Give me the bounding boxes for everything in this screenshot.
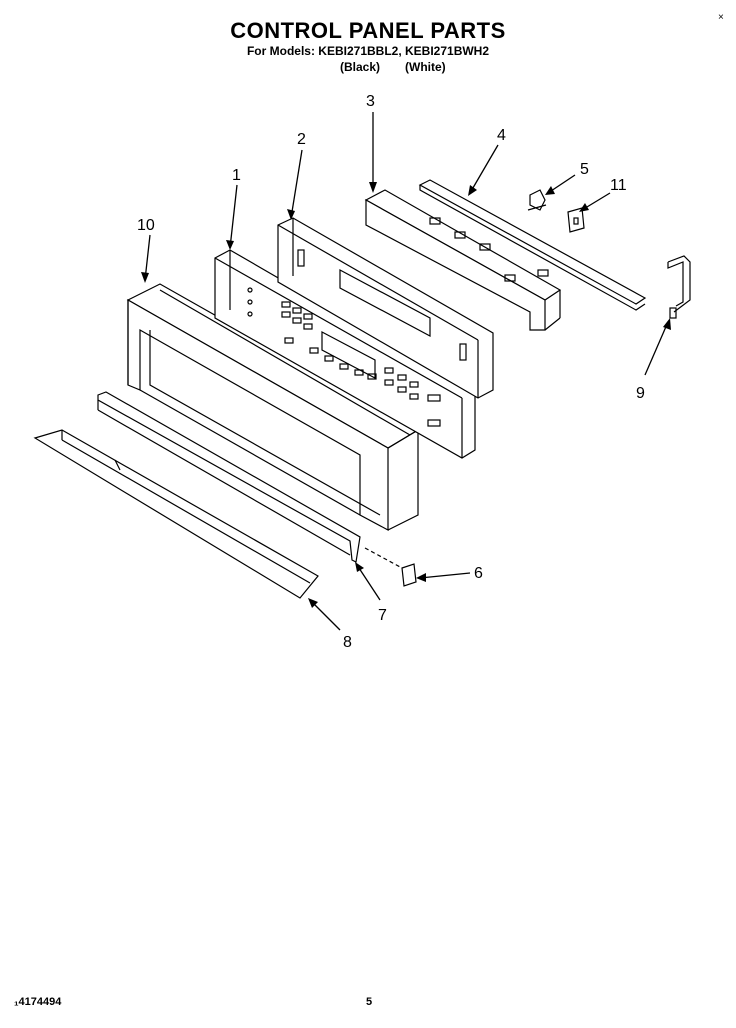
page-title: CONTROL PANEL PARTS <box>230 18 506 43</box>
leader-arrowheads <box>141 182 671 608</box>
callout-9: 9 <box>636 385 645 402</box>
callout-11: 11 <box>610 177 627 194</box>
page-number: 5 <box>366 996 373 1008</box>
part-4-trim-strip <box>418 179 647 311</box>
corner-mark: × <box>718 12 724 23</box>
part-7-lower-trim <box>97 391 361 563</box>
part-8-bottom-panel <box>33 429 319 599</box>
part-1-front-panel <box>214 249 476 459</box>
part-11-clip <box>567 207 585 233</box>
variant-black-label: (Black) <box>340 60 381 74</box>
part-9-bracket <box>667 255 691 319</box>
callout-3: 3 <box>366 93 375 110</box>
callout-6: 6 <box>474 565 483 582</box>
callout-10: 10 <box>137 217 155 234</box>
part-10-bezel-frame <box>126 283 420 532</box>
part-2-overlay-panel <box>277 217 494 399</box>
part-6-clip <box>364 547 417 587</box>
callout-4: 4 <box>497 127 506 144</box>
callout-8: 8 <box>343 634 352 651</box>
callout-1: 1 <box>232 167 241 184</box>
callout-7: 7 <box>378 607 387 624</box>
part-3-control-bracket <box>364 189 562 331</box>
part-number: ₁4174494 <box>14 996 62 1008</box>
models-line: For Models: KEBI271BBL2, KEBI271BWH2 <box>246 44 490 58</box>
callout-2: 2 <box>297 131 306 148</box>
callout-5: 5 <box>580 161 589 178</box>
part-5-clip <box>527 189 547 211</box>
variant-white-label: (White) <box>405 60 446 74</box>
